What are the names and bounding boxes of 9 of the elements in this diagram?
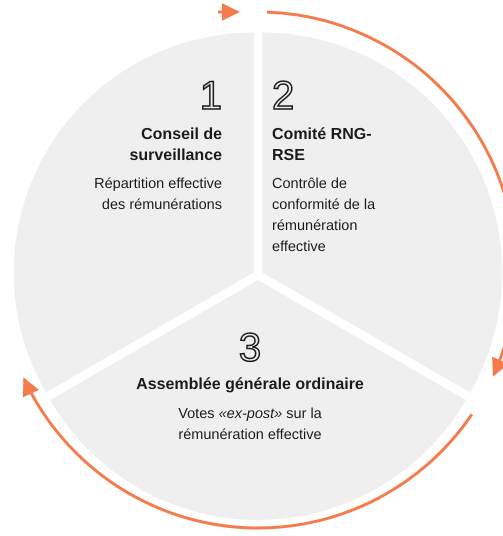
segment-description: Contrôle de conformité de la rémunération effective xyxy=(272,175,376,257)
segment-description: Répartition effective des rémunérations xyxy=(93,175,222,215)
segment-title: Assemblée générale ordinaire xyxy=(135,375,365,395)
segment-title: Comité RNG-RSE xyxy=(272,125,372,166)
segment-description: Votes «ex-post» sur la rémunération effective xyxy=(177,405,323,445)
step-number: 3 xyxy=(238,328,262,368)
step-number: 1 xyxy=(198,76,222,116)
step-number: 2 xyxy=(272,76,296,116)
segment-title: Conseil de surveillance xyxy=(128,125,222,166)
